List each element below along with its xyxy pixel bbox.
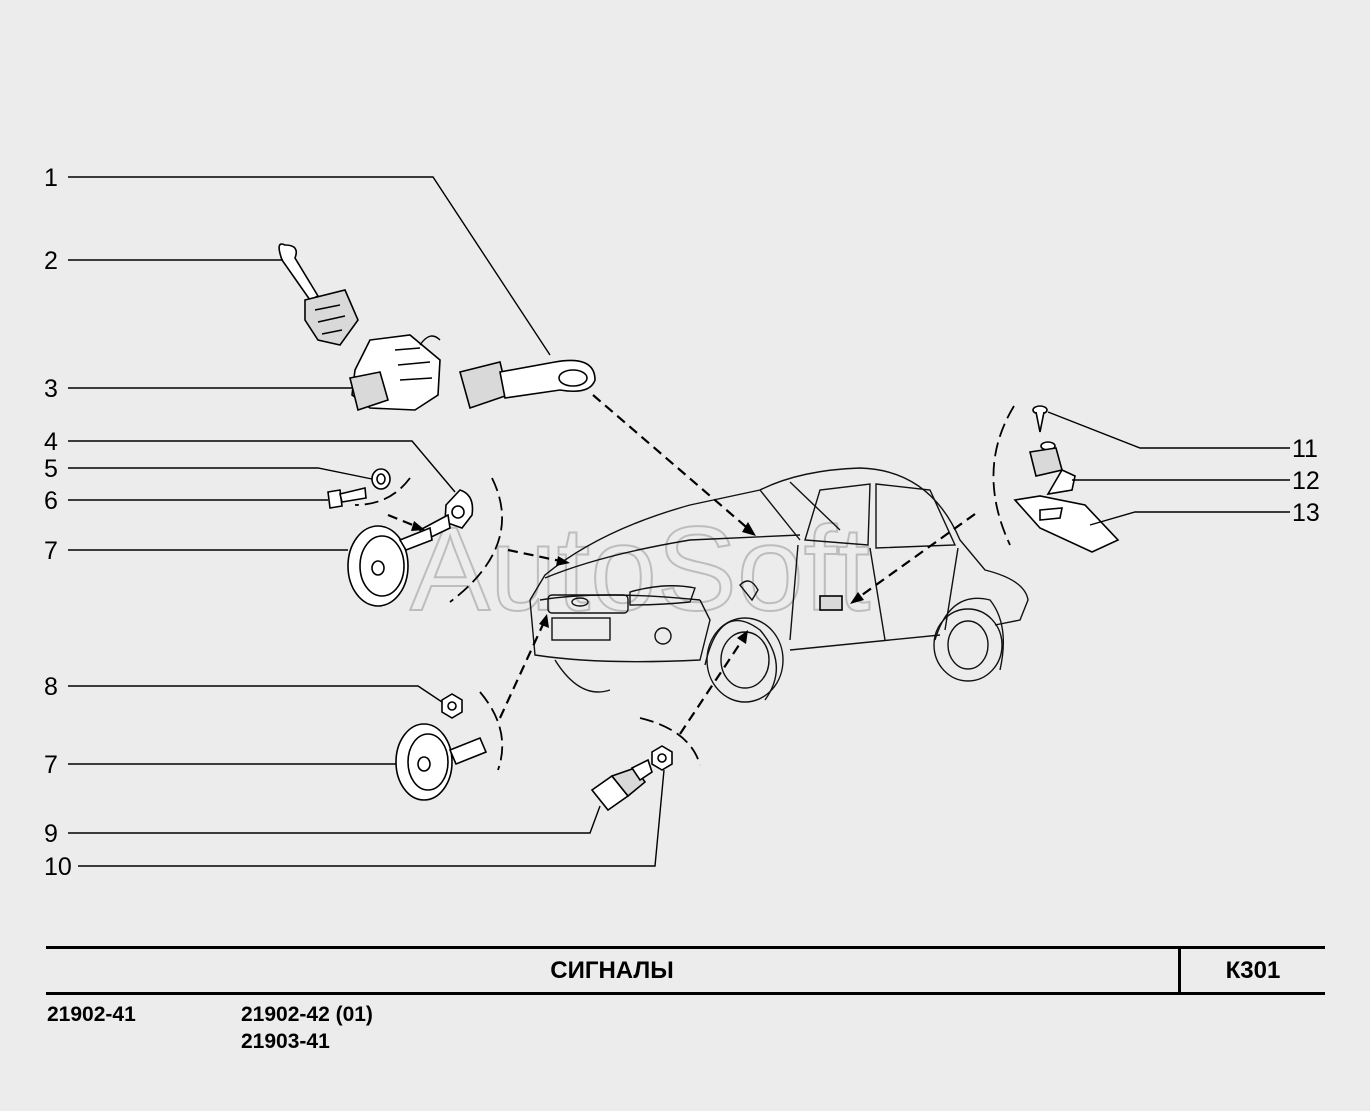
part-right-stalk-switch: [459, 359, 596, 410]
callout-5: 5: [44, 455, 58, 483]
callout-numbers: 1 2 3 4 5 6 7 8 7 9 10 11 12 13: [44, 164, 1320, 881]
assembly-arrows: [354, 394, 1015, 771]
callout-13: 13: [1292, 499, 1320, 527]
callout-4: 4: [44, 428, 58, 456]
callout-7-upper: 7: [44, 537, 58, 565]
part-sensor: [590, 758, 653, 812]
part-washer: [371, 468, 391, 490]
part-door-switch: [1029, 441, 1076, 496]
model-code-2: 21902-42 (01): [241, 1003, 373, 1026]
section-title: СИГНАЛЫ: [550, 957, 674, 984]
leader-lines: [68, 176, 1290, 867]
part-screw: [1032, 405, 1048, 433]
watermark: AutoSoft: [410, 502, 870, 636]
callout-9: 9: [44, 820, 58, 848]
callout-10: 10: [44, 853, 72, 881]
part-nut: [441, 693, 463, 719]
part-nut-small: [651, 745, 673, 771]
callout-3: 3: [44, 375, 58, 403]
model-code-1: 21902-41: [47, 1003, 136, 1026]
title-block: СИГНАЛЫ К301: [46, 946, 1325, 995]
callout-2: 2: [44, 247, 58, 275]
title-divider: [1178, 949, 1181, 992]
callout-1: 1: [44, 164, 58, 192]
part-bolt: [327, 487, 367, 509]
part-left-stalk-switch: [278, 243, 359, 346]
callout-11: 11: [1292, 435, 1318, 463]
section-code: К301: [1225, 957, 1281, 984]
callout-12: 12: [1292, 467, 1320, 495]
callout-6: 6: [44, 487, 58, 515]
part-switch-bracket: [1013, 495, 1120, 553]
part-horn-upper: [347, 525, 433, 607]
callout-8: 8: [44, 673, 58, 701]
callout-7-lower: 7: [44, 751, 58, 779]
part-horn-lower: [395, 723, 488, 801]
part-column-switch-body: [349, 334, 441, 412]
car-outline: [529, 467, 1029, 703]
model-code-3: 21903-41: [241, 1030, 330, 1053]
